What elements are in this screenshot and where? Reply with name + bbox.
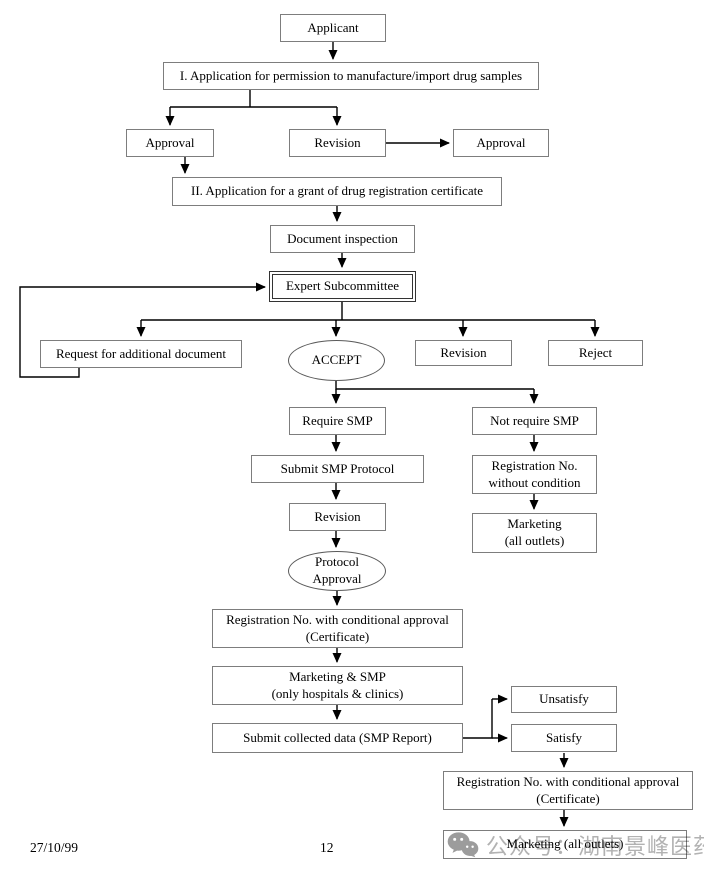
node-label: Applicant — [307, 19, 359, 35]
node-registration-without-condition: Registration No. without condition — [472, 455, 597, 494]
branch-submitdata — [463, 699, 493, 739]
node-submit-smp-protocol: Submit SMP Protocol — [251, 455, 424, 483]
node-reject: Reject — [548, 340, 643, 366]
node-label-line2: (all outlets) — [504, 533, 565, 548]
node-label: Submit collected data (SMP Report) — [243, 729, 432, 745]
node-label: Approval — [145, 134, 195, 150]
node-protocol-approval: Protocol Approval — [288, 551, 386, 591]
node-revision-branch: Revision — [415, 340, 512, 366]
branch-accept — [335, 381, 534, 390]
node-label-line1: Registration No. — [491, 457, 578, 473]
node-label-line2: (Certificate) — [536, 790, 600, 806]
node-not-require-smp: Not require SMP — [472, 407, 597, 435]
node-applicant: Applicant — [280, 14, 386, 42]
node-revision-top: Revision — [289, 129, 386, 157]
node-label: Request for additional document — [55, 345, 227, 361]
node-registration-conditional-2: Registration No. with conditional approv… — [443, 771, 693, 810]
node-label: Revision — [314, 134, 361, 150]
node-label: Document inspection — [287, 230, 398, 246]
node-label-line2: Approval — [312, 571, 362, 586]
node-label-line2: without condition — [488, 474, 581, 490]
node-revision-smp: Revision — [289, 503, 386, 531]
footer-date: 27/10/99 — [30, 840, 79, 855]
node-marketing-all-outlets-right: Marketing (all outlets) — [472, 513, 597, 553]
node-accept: ACCEPT — [288, 340, 385, 381]
node-step1: I. Application for permission to manufac… — [163, 62, 539, 90]
node-label: Not require SMP — [490, 412, 579, 428]
node-registration-conditional-1: Registration No. with conditional approv… — [212, 609, 463, 648]
node-request-additional-document: Request for additional document — [40, 340, 242, 368]
branch-step1 — [170, 90, 337, 108]
node-step2: II. Application for a grant of drug regi… — [172, 177, 502, 206]
node-label: Marketing (all outlets) — [506, 836, 624, 852]
branch-expert — [141, 302, 595, 321]
node-label: Reject — [578, 344, 613, 360]
node-label: ACCEPT — [311, 352, 362, 368]
node-label-line2: (Certificate) — [305, 628, 370, 644]
node-submit-collected-data: Submit collected data (SMP Report) — [212, 723, 463, 753]
wechat-icon — [447, 832, 479, 858]
node-unsatisfy: Unsatisfy — [511, 686, 617, 713]
node-document-inspection: Document inspection — [270, 225, 415, 253]
node-satisfy: Satisfy — [511, 724, 617, 752]
node-label-line1: Marketing & SMP — [289, 668, 386, 684]
node-label-line1: Marketing — [507, 516, 562, 532]
node-label: Approval — [476, 134, 526, 150]
node-marketing-bottom: Marketing (all outlets) — [443, 830, 687, 859]
node-label: Require SMP — [302, 412, 373, 428]
node-approval-left: Approval — [126, 129, 214, 157]
node-require-smp: Require SMP — [289, 407, 386, 435]
node-label: Unsatisfy — [539, 691, 589, 707]
node-label: II. Application for a grant of drug regi… — [190, 183, 484, 199]
feedback-request-expert — [19, 282, 266, 378]
node-label: I. Application for permission to manufac… — [179, 67, 523, 83]
node-label-line1: Registration No. with conditional approv… — [456, 773, 680, 789]
watermark-text: 公众号：湖南景峰医药 — [486, 834, 704, 859]
node-label-line1: Registration No. with conditional approv… — [226, 611, 449, 627]
watermark: 公众号：湖南景峰医药 — [447, 828, 704, 862]
node-label-line1: Protocol — [314, 554, 360, 570]
node-label: Revision — [440, 344, 487, 360]
node-marketing-smp: Marketing & SMP (only hospitals & clinic… — [212, 666, 463, 705]
node-expert-subcommittee: Expert Subcommittee — [269, 271, 416, 302]
node-label: Submit SMP Protocol — [280, 460, 395, 476]
node-label: Revision — [314, 508, 361, 524]
node-label-line2: (only hospitals & clinics) — [271, 685, 404, 701]
node-label: Expert Subcommittee — [285, 278, 399, 294]
node-label: Satisfy — [545, 729, 583, 745]
footer-page-number: 12 — [320, 840, 334, 855]
node-approval-right: Approval — [453, 129, 549, 157]
